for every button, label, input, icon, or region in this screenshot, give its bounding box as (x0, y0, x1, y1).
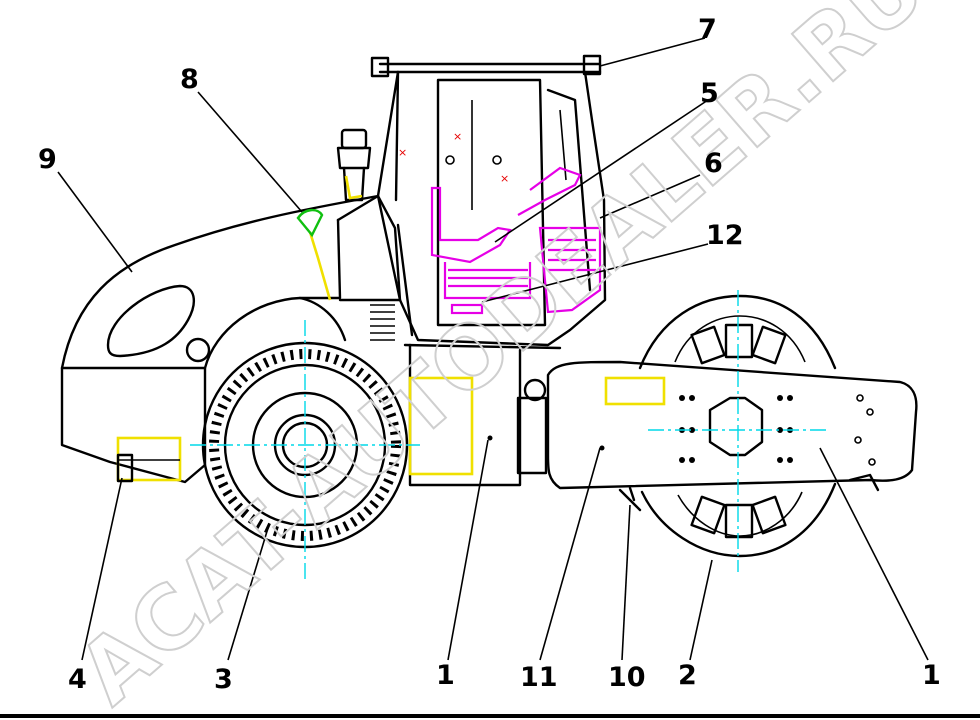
frame-bolts (487, 394, 876, 466)
chassis (403, 343, 562, 487)
callout-12: 12 (706, 220, 744, 251)
rear-filters (116, 436, 182, 483)
front-drum (618, 290, 880, 572)
cab-marking: × (398, 146, 407, 159)
leader-lines (57, 37, 929, 661)
rear-tire (190, 320, 420, 580)
callout-1-right: 1 (922, 660, 941, 691)
operator-cab: × × × (370, 54, 607, 347)
callout-10: 10 (608, 662, 646, 693)
callout-9: 9 (38, 144, 57, 175)
cab-marking: × (500, 172, 509, 185)
callout-8: 8 (180, 64, 199, 95)
radiator-grill (370, 304, 395, 341)
callout-5: 5 (700, 78, 719, 109)
rear-body (60, 194, 402, 484)
yellow-hose (308, 231, 332, 301)
callout-2: 2 (678, 660, 697, 691)
callout-6: 6 (704, 148, 723, 179)
callout-1-left: 1 (436, 660, 455, 691)
callout-3: 3 (214, 664, 233, 695)
callout-7: 7 (698, 14, 717, 45)
callout-4: 4 (68, 664, 87, 695)
callout-11: 11 (520, 662, 558, 693)
front-frame (487, 360, 918, 490)
cab-marking: × (453, 130, 462, 143)
beacon-light (336, 128, 372, 202)
green-clip (296, 208, 324, 238)
